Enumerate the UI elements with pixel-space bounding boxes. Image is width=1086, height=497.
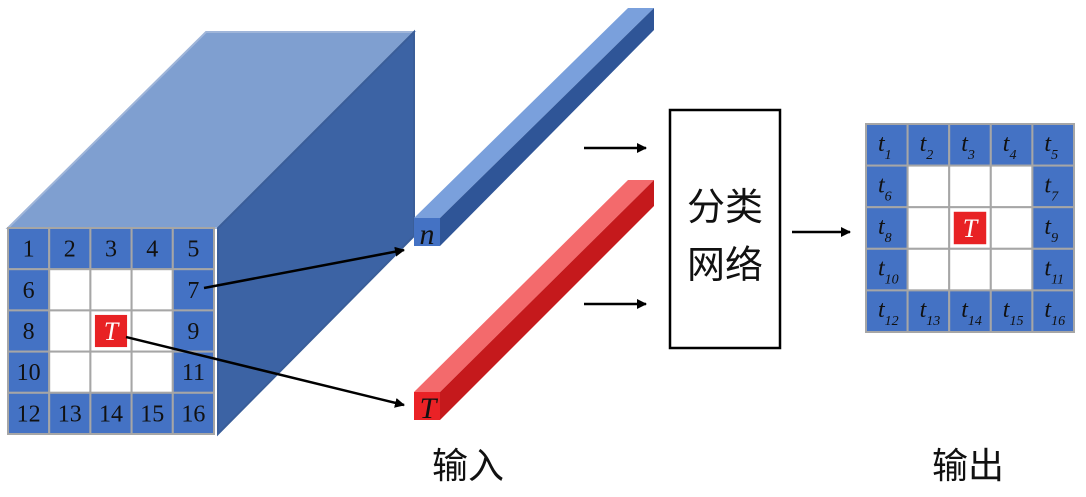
neighbor-pixel-cell: t1 (865, 123, 909, 167)
neighbor-pixel-cell: 3 (89, 227, 133, 271)
neighbor-pixel-cell: t9 (1031, 206, 1076, 250)
neighbor-pixel-cell: t14 (948, 289, 992, 333)
classifier-label-line2: 网络 (687, 243, 763, 287)
empty-cell (906, 164, 951, 209)
pixel-number: 10 (17, 360, 41, 386)
neighbor-pixel-cell: 12 (7, 391, 51, 435)
neighbor-pixel-cell: 2 (48, 227, 92, 271)
arrow-icon (203, 246, 405, 290)
target-spectrum-bar: T (414, 180, 654, 425)
neighbor-pixel-cell: 1 (7, 227, 51, 271)
target-label: T (963, 214, 979, 243)
neighbor-pixel-cell: t11 (1031, 247, 1076, 292)
neighbor-pixel-cell: 6 (7, 268, 51, 312)
neighbor-pixel-cell: t12 (865, 289, 909, 333)
neighbor-pixel-cell: 11 (171, 350, 216, 394)
neighbor-pixel-cell: t2 (906, 123, 951, 167)
neighbor-bar-label: n (420, 218, 435, 251)
target-bar-label: T (420, 392, 439, 425)
neighbor-pixel-cell: t3 (948, 123, 992, 167)
neighbor-spectrum-bar: n (414, 8, 654, 251)
target-label: T (104, 317, 120, 346)
empty-cell (906, 247, 951, 292)
neighbor-pixel-cell: t5 (1031, 123, 1076, 167)
neighbor-pixel-cell: 10 (7, 350, 51, 394)
pixel-number: 6 (23, 278, 35, 304)
empty-cell (130, 309, 174, 353)
empty-cell (948, 164, 992, 209)
pixel-number: 15 (140, 401, 164, 427)
pixel-number: 16 (181, 401, 205, 427)
neighbor-pixel-cell: 8 (7, 309, 51, 353)
empty-cell (989, 247, 1034, 292)
neighbor-pixel-cell: t15 (989, 289, 1034, 333)
input-caption: 输入 (432, 446, 504, 487)
empty-cell (906, 206, 951, 250)
arrow-icon (125, 335, 405, 408)
neighbor-pixel-cell: t16 (1031, 289, 1076, 333)
classifier-label-line1: 分类 (687, 185, 763, 229)
pixel-number: 1 (23, 237, 35, 263)
neighbor-pixel-cell: t8 (865, 206, 909, 250)
pixel-number: 4 (146, 237, 158, 263)
empty-cell (89, 268, 133, 312)
neighbor-pixel-cell: 4 (130, 227, 174, 271)
empty-cell (948, 247, 992, 292)
neighbor-pixel-cell: 13 (48, 391, 92, 435)
pixel-number: 7 (187, 278, 199, 304)
pixel-number: 3 (105, 237, 117, 263)
neighbor-pixel-cell: 16 (171, 391, 216, 435)
target-pixel-cell: T (948, 206, 992, 250)
pixel-number: 2 (64, 237, 76, 263)
pixel-number: 13 (58, 401, 82, 427)
empty-cell (989, 164, 1034, 209)
target-pixel-cell: T (89, 309, 133, 353)
classifier-network-box: 分类 网络 (668, 108, 782, 350)
output-caption: 输出 (932, 446, 1004, 487)
pixel-number: 12 (17, 401, 41, 427)
pixel-number: 8 (23, 319, 35, 345)
pixel-number: 5 (187, 237, 199, 263)
neighbor-pixel-cell: t7 (1031, 164, 1076, 209)
empty-cell (130, 350, 174, 394)
empty-cell (48, 350, 92, 394)
pixel-number: 14 (99, 401, 123, 427)
neighbor-pixel-cell: t13 (906, 289, 951, 333)
empty-cell (130, 268, 174, 312)
pixel-number: 9 (187, 319, 199, 345)
neighbor-pixel-cell: 5 (171, 227, 216, 271)
neighbor-pixel-cell: t6 (865, 164, 909, 209)
neighbor-pixel-cell: t10 (865, 247, 909, 292)
empty-cell (48, 268, 92, 312)
empty-cell (989, 206, 1034, 250)
neighbor-pixel-cell: 15 (130, 391, 174, 435)
pixel-number: 11 (182, 360, 205, 386)
neighbor-pixel-cell: 9 (171, 309, 216, 353)
empty-cell (48, 309, 92, 353)
neighbor-pixel-cell: t4 (989, 123, 1034, 167)
neighbor-pixel-cell: 14 (89, 391, 133, 435)
neighbor-pixel-cell: 7 (171, 268, 216, 312)
empty-cell (89, 350, 133, 394)
